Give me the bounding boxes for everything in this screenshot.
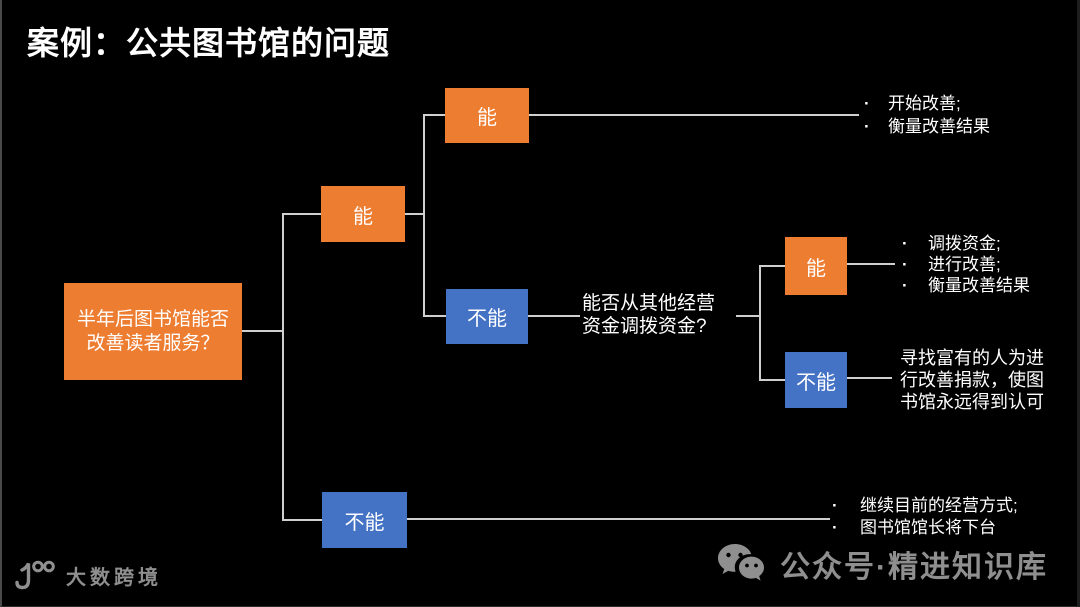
list-item-text: 开始改善; [888, 94, 961, 113]
branch1-no-box: 不能 [322, 492, 407, 548]
root-question-box: 半年后图书馆能否 改善读者服务？ [64, 283, 242, 380]
connector-line [847, 377, 892, 379]
bullet-icon: · [832, 496, 838, 515]
outcome-list-status-quo: · 继续目前的经营方式; · 图书馆馆长将下台 [832, 495, 1018, 539]
list-item: · 衡量改善结果 [864, 115, 990, 138]
outcome-donation-text: 寻找富有的人为进 行改善捐款，使图 书馆永远得到认可 [900, 348, 1044, 412]
sub-question-text: 能否从其他经营 资金调拨资金? [582, 293, 716, 337]
list-item-text: 进行改善; [928, 255, 1001, 274]
dashu-logo-icon [14, 558, 58, 592]
connector-line [529, 114, 859, 116]
list-item: · 衡量改善结果 [902, 275, 1030, 296]
brand-logo-text: 大数跨境 [66, 566, 162, 589]
connector-line [282, 213, 284, 521]
bullet-icon: · [864, 94, 870, 113]
bullet-icon: · [832, 518, 838, 537]
branch1-no-label: 不能 [344, 511, 385, 534]
branch1-yes-label: 能 [353, 205, 373, 228]
branch3-yes-box: 能 [785, 237, 847, 295]
connector-line [242, 330, 283, 332]
connector-line [528, 315, 580, 317]
wechat-watermark: 公众号·精进知识库 [716, 541, 1048, 587]
outcome-list-improve: · 开始改善; · 衡量改善结果 [864, 92, 990, 138]
bullet-icon: · [864, 117, 870, 136]
branch2-no-box: 不能 [446, 289, 528, 344]
connector-line [847, 263, 895, 265]
list-item-text: 衡量改善结果 [888, 117, 990, 136]
connector-line [760, 379, 785, 381]
connector-line [407, 518, 830, 520]
list-item-text: 衡量改善结果 [928, 276, 1030, 295]
connector-line [424, 114, 445, 116]
wechat-watermark-text: 公众号·精进知识库 [780, 551, 1048, 584]
list-item-text: 图书馆馆长将下台 [860, 518, 996, 537]
branch2-yes-box: 能 [445, 88, 529, 143]
list-item: · 图书馆馆长将下台 [832, 517, 1018, 539]
list-item-text: 调拨资金; [928, 234, 1001, 253]
list-item: · 进行改善; [902, 254, 1030, 275]
connector-line [283, 213, 321, 215]
connector-line [736, 315, 761, 317]
branch2-yes-label: 能 [477, 107, 497, 129]
list-item: · 开始改善; [864, 92, 990, 115]
root-question-label: 半年后图书馆能否 改善读者服务？ [76, 308, 229, 354]
branch3-no-label: 不能 [796, 371, 836, 394]
bullet-icon: · [902, 276, 908, 295]
branch1-yes-box: 能 [321, 186, 405, 242]
branch2-no-label: 不能 [467, 308, 507, 330]
wechat-icon [716, 541, 766, 587]
list-item: · 继续目前的经营方式; [832, 495, 1018, 517]
branch3-no-box: 不能 [785, 352, 847, 408]
connector-line [424, 315, 446, 317]
list-item-text: 继续目前的经营方式; [860, 496, 1018, 515]
page-title: 案例：公共图书馆的问题 [27, 25, 391, 61]
branch3-yes-label: 能 [806, 257, 826, 280]
connector-line [423, 114, 425, 317]
connector-line [760, 265, 785, 267]
brand-logo: 大数跨境 [14, 558, 162, 592]
outcome-list-funding: · 调拨资金; · 进行改善; · 衡量改善结果 [902, 233, 1030, 296]
bullet-icon: · [902, 255, 908, 274]
connector-line [759, 265, 761, 381]
list-item: · 调拨资金; [902, 233, 1030, 254]
connector-line [405, 213, 424, 215]
bullet-icon: · [902, 234, 908, 253]
connector-line [283, 519, 322, 521]
